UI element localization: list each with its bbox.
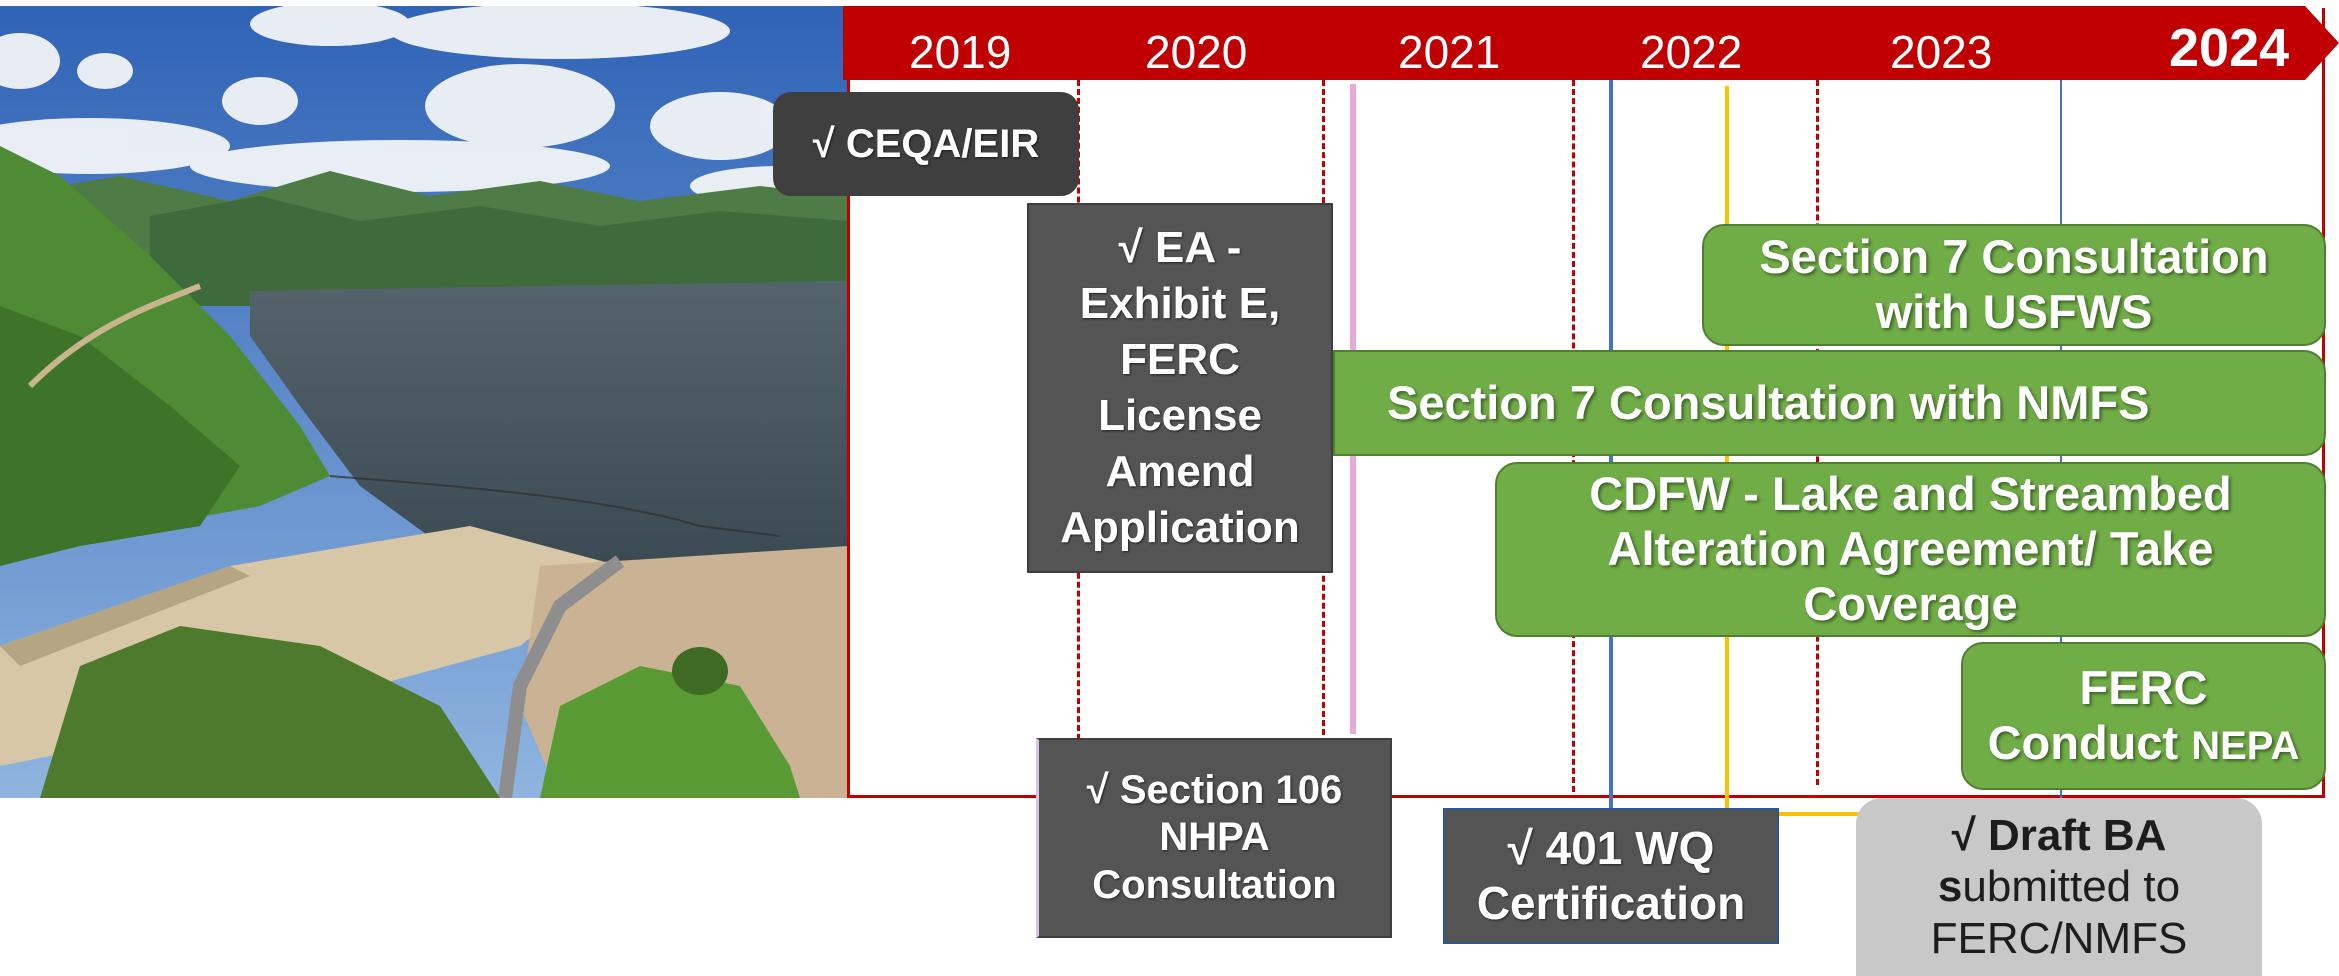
year-2023: 2023 [1890, 26, 1993, 78]
year-2021: 2021 [1398, 26, 1501, 78]
section7-usfws-bar: Section 7 Consultation with USFWS [1702, 224, 2326, 346]
section106-nhpa-label: √ Section 106 NHPA Consultation [1086, 768, 1343, 907]
ceqa-eir-label: √ CEQA/EIR [812, 121, 1040, 166]
year-2022: 2022 [1640, 26, 1743, 78]
reservoir-dam-photo [0, 6, 848, 798]
section7-nmfs-bar: Section 7 Consultation with NMFS [1333, 350, 2326, 456]
year-2020: 2020 [1145, 26, 1248, 78]
section106-nhpa-box: √ Section 106 NHPA Consultation [1036, 738, 1392, 938]
wq401-certification-box: √ 401 WQ Certification [1443, 808, 1779, 944]
year-header-bar: 2019 2020 2021 2022 2023 2024 [843, 6, 2339, 80]
cdfw-bar: CDFW - Lake and Streambed Alteration Agr… [1495, 462, 2326, 637]
draft-ba-box: √ Draft BA submitted to FERC/NMFS [1856, 798, 2262, 976]
ferc-nepa-nepa: NEPA [2191, 724, 2300, 768]
ferc-nepa-conduct: Conduct [1987, 716, 2192, 769]
draft-ba-line1: √ Draft BA [1951, 810, 2167, 860]
ea-exhibit-e-box: √ EA - Exhibit E, FERC License Amend App… [1027, 203, 1333, 573]
ferc-nepa-line1: FERC [2079, 661, 2208, 715]
year-2019: 2019 [909, 26, 1012, 78]
draft-ba-line3: FERC/NMFS [1930, 913, 2188, 963]
year-2024: 2024 [2169, 18, 2290, 78]
draft-ba-s: s [1937, 862, 1963, 912]
draft-ba-submitted: ubmitted to [1962, 862, 2181, 912]
section7-usfws-label: Section 7 Consultation with USFWS [1759, 230, 2269, 338]
section7-nmfs-label: Section 7 Consultation with NMFS [1387, 375, 2150, 429]
ea-exhibit-e-label: √ EA - Exhibit E, FERC License Amend App… [1060, 223, 1300, 552]
wq401-certification-label: √ 401 WQ Certification [1476, 821, 1746, 929]
ceqa-eir-box: √ CEQA/EIR [773, 92, 1079, 196]
yellow-connector-line [1725, 812, 1871, 816]
ferc-nepa-bar: FERC Conduct NEPA [1961, 642, 2326, 790]
cdfw-label: CDFW - Lake and Streambed Alteration Agr… [1589, 467, 2232, 630]
